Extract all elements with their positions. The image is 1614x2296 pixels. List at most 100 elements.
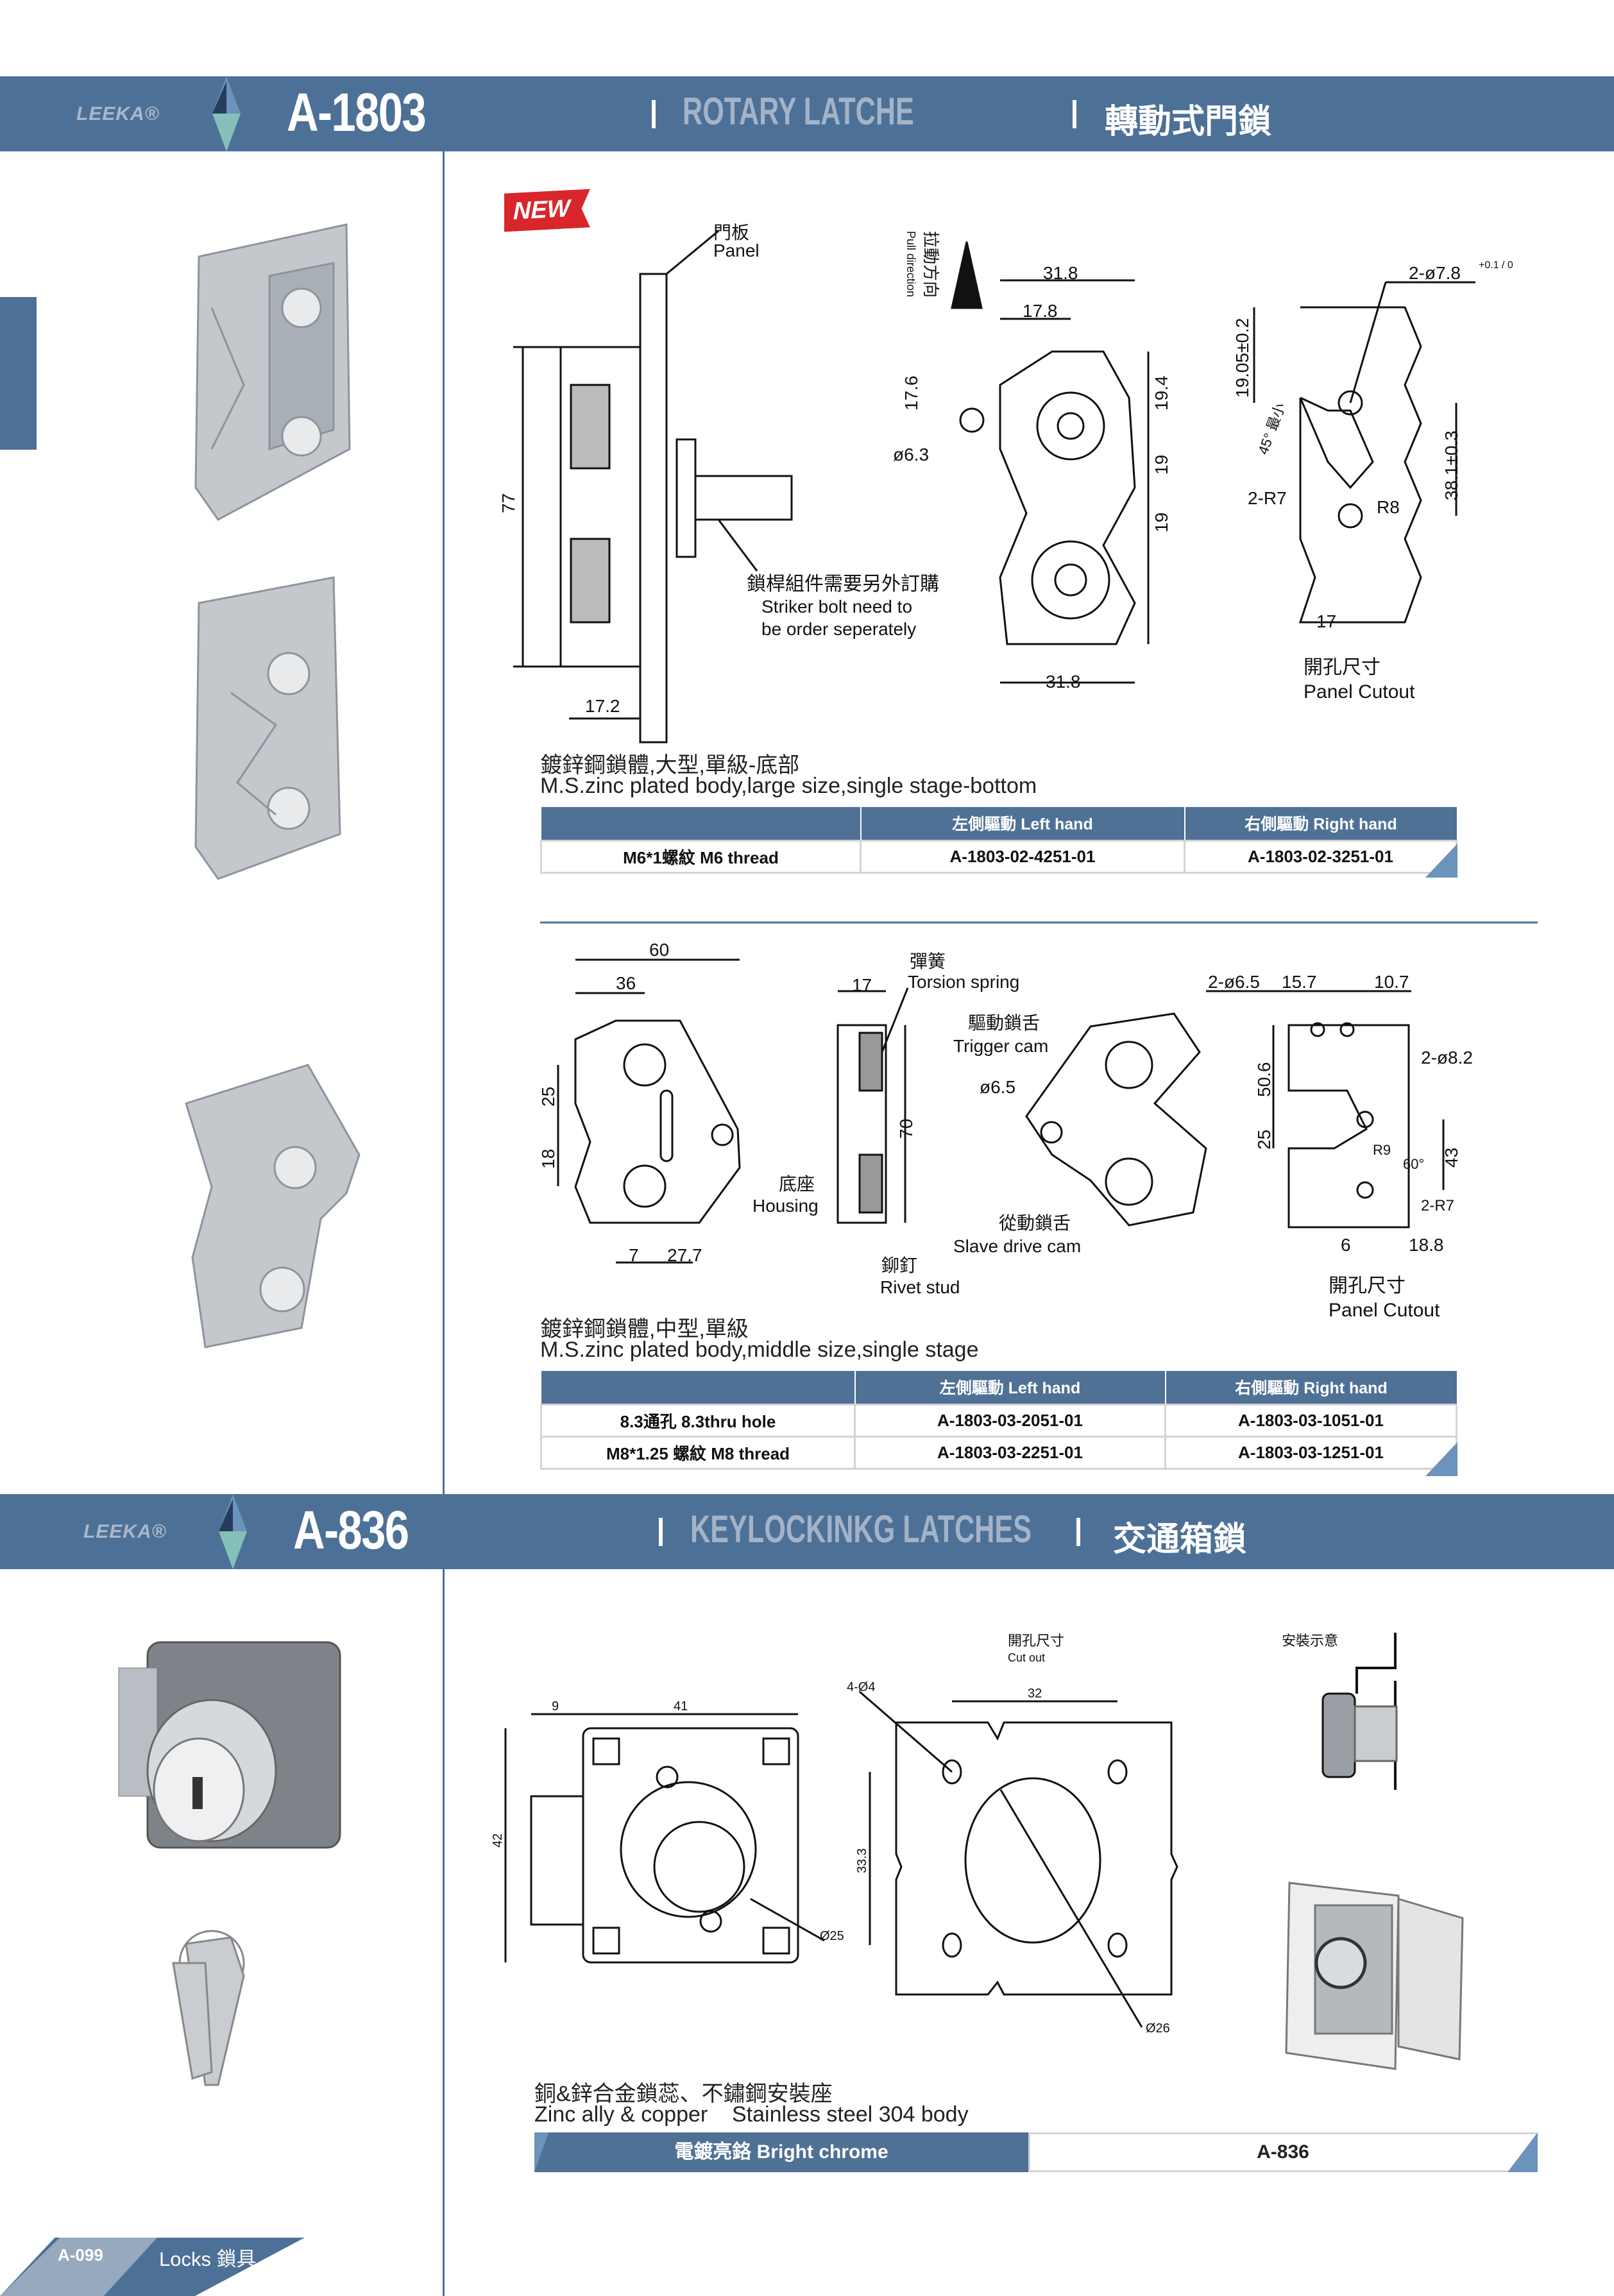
dim-27-7: 27.7	[667, 1245, 702, 1265]
table-cell: A-1803-03-2051-01	[854, 1403, 1166, 1438]
caption2-zh: 鍍鋅鋼鎖體,中型,單級	[540, 1317, 749, 1341]
table-cell: A-1803-02-3251-01	[1184, 839, 1457, 874]
table-row: M8*1.25 螺紋 M8 thread A-1803-03-2251-01 A…	[540, 1435, 1457, 1470]
drawing2-side-view	[837, 987, 909, 1224]
dim-17-8: 17.8	[1023, 301, 1058, 321]
diamond-logo-icon	[212, 76, 241, 151]
latch-middle-image	[185, 1064, 361, 1348]
cutout2-18-8: 18.8	[1409, 1235, 1444, 1255]
keys-image	[172, 1930, 245, 2086]
install-title: 安裝示意	[1282, 1633, 1338, 1649]
install-side-image	[1321, 1633, 1398, 1790]
side-tab	[0, 297, 37, 450]
drawing3-cutout	[859, 1690, 1178, 2028]
dim-41: 41	[674, 1699, 688, 1713]
cutout2-r7: 2-R7	[1421, 1197, 1454, 1214]
divider-bar	[659, 1518, 663, 1546]
table-cell: 8.3通孔 8.3thru hole	[540, 1403, 856, 1438]
table-header: 左側驅動 Left hand	[854, 1371, 1166, 1404]
dim-17-6: 17.6	[901, 376, 921, 411]
table-header: 左側驅動 Left hand	[860, 807, 1185, 840]
latch-large-image-2	[194, 576, 341, 880]
table-cell: A-1803-03-1251-01	[1164, 1435, 1457, 1470]
part-number-cell: A-836	[1028, 2132, 1538, 2172]
striker-note-zh: 鎖桿組件需要另外訂購	[747, 574, 939, 595]
cutout-17: 17	[1316, 611, 1336, 631]
cutout2-title-en: Panel Cutout	[1329, 1300, 1440, 1321]
product-images	[118, 223, 361, 2086]
spec-table-2: 左側驅動 Left hand 右側驅動 Right hand 8.3通孔 8.3…	[540, 1371, 1457, 1470]
pull-direction-zh: 拉動方向	[921, 231, 940, 298]
striker-note-en1: Striker bolt need to	[761, 597, 912, 617]
cutout2-25: 25	[1254, 1130, 1274, 1150]
model-title: A-1803	[287, 82, 427, 142]
caption2-en: M.S.zinc plated body,middle size,single …	[540, 1338, 979, 1362]
table-header	[541, 1371, 855, 1404]
section1-header-band: LEEKA® A-1803 ROTARY LATCHE 轉動式門鎖	[0, 76, 1614, 151]
cutout2-50-6: 50.6	[1254, 1062, 1274, 1098]
latch-large-image	[194, 223, 351, 521]
title-zh: 轉動式門鎖	[1105, 103, 1272, 140]
drawing2-panel-cutout	[1206, 990, 1445, 1229]
housing-zh: 底座	[779, 1174, 815, 1194]
cutout2-phi8-2: 2-ø8.2	[1421, 1048, 1473, 1067]
caption1-zh: 鍍鋅鋼鎖體,大型,單級-底部	[540, 753, 800, 778]
dim-33-3: 33.3	[855, 1848, 869, 1873]
spec-table-1: 左側驅動 Left hand 右側驅動 Right hand M6*1螺紋 M6…	[540, 807, 1457, 874]
diamond-logo-icon	[219, 1494, 247, 1569]
table-header-row: 左側驅動 Left hand 右側驅動 Right hand	[541, 807, 1457, 840]
table-row: 8.3通孔 8.3thru hole A-1803-03-2051-01 A-1…	[540, 1403, 1457, 1438]
drawing1-side-view	[513, 230, 793, 744]
title-en: ROTARY LATCHE	[683, 90, 914, 133]
table-cell: A-1803-03-1051-01	[1164, 1403, 1457, 1438]
caption3-zh: 銅&鋅合金鎖蕊、不鏽鋼安裝座	[534, 2082, 833, 2106]
vertical-divider	[443, 151, 445, 2296]
housing-en: Housing	[752, 1196, 819, 1216]
spring-zh: 彈簧	[910, 951, 946, 971]
page-number: A-099	[58, 2245, 103, 2265]
dim-19-4: 19.4	[1151, 376, 1171, 411]
title-zh: 交通箱鎖	[1113, 1521, 1247, 1558]
dim-77: 77	[498, 493, 518, 513]
divider-bar	[1073, 100, 1076, 128]
table-header-row: 左側驅動 Left hand 右側驅動 Right hand	[541, 1371, 1457, 1404]
dim-31-8-bottom: 31.8	[1046, 672, 1081, 692]
cutout2-r9: R9	[1373, 1142, 1391, 1158]
slave-zh: 從動鎖舌	[999, 1213, 1071, 1233]
cutout-38-1: 38.1±0.3	[1441, 430, 1461, 500]
drawing2-front-view	[557, 958, 741, 1264]
dim-19-b: 19	[1151, 513, 1171, 532]
cutout-tolerance: +0.1 / 0	[1479, 260, 1513, 271]
cutout3-title-en: Cut out	[1008, 1651, 1045, 1664]
cam-lock-image	[118, 1641, 341, 1849]
cutout2-10-7: 10.7	[1374, 972, 1409, 992]
cutout-holes: 2-ø7.8	[1409, 263, 1461, 283]
table-header: 右側驅動 Right hand	[1184, 807, 1457, 840]
cutout-r8: R8	[1377, 497, 1400, 517]
spring-en: Torsion spring	[908, 972, 1019, 992]
cutout2-6: 6	[1341, 1235, 1351, 1255]
dim-36: 36	[616, 973, 636, 993]
dim-18: 18	[538, 1149, 558, 1169]
cutout3-holes: 4-Ø4	[847, 1680, 875, 1694]
dim-phi26: Ø26	[1146, 2021, 1170, 2036]
label-panel-zh: 門板	[713, 223, 749, 242]
caption1-en: M.S.zinc plated body,large size,single s…	[540, 774, 1037, 798]
dim-32: 32	[1028, 1687, 1042, 1701]
dim-17-side: 17	[852, 975, 872, 995]
table-header	[541, 807, 861, 840]
install-front-image	[1285, 1882, 1464, 2070]
slave-en: Slave drive cam	[953, 1236, 1081, 1256]
dim-phi6-5: ø6.5	[980, 1077, 1015, 1097]
model-title: A-836	[293, 1500, 409, 1560]
dim-31-8-top: 31.8	[1043, 263, 1078, 283]
footer-category: Locks 鎖具	[159, 2248, 257, 2270]
brand-logo: LEEKA®	[83, 1521, 167, 1542]
drawing3-front-view	[504, 1713, 825, 1964]
drawing1-panel-cutout	[1253, 281, 1475, 624]
rivet-en: Rivet stud	[880, 1277, 960, 1297]
cutout2-title-zh: 開孔尺寸	[1329, 1275, 1406, 1297]
dim-7: 7	[629, 1245, 639, 1265]
divider-bar	[652, 100, 656, 128]
